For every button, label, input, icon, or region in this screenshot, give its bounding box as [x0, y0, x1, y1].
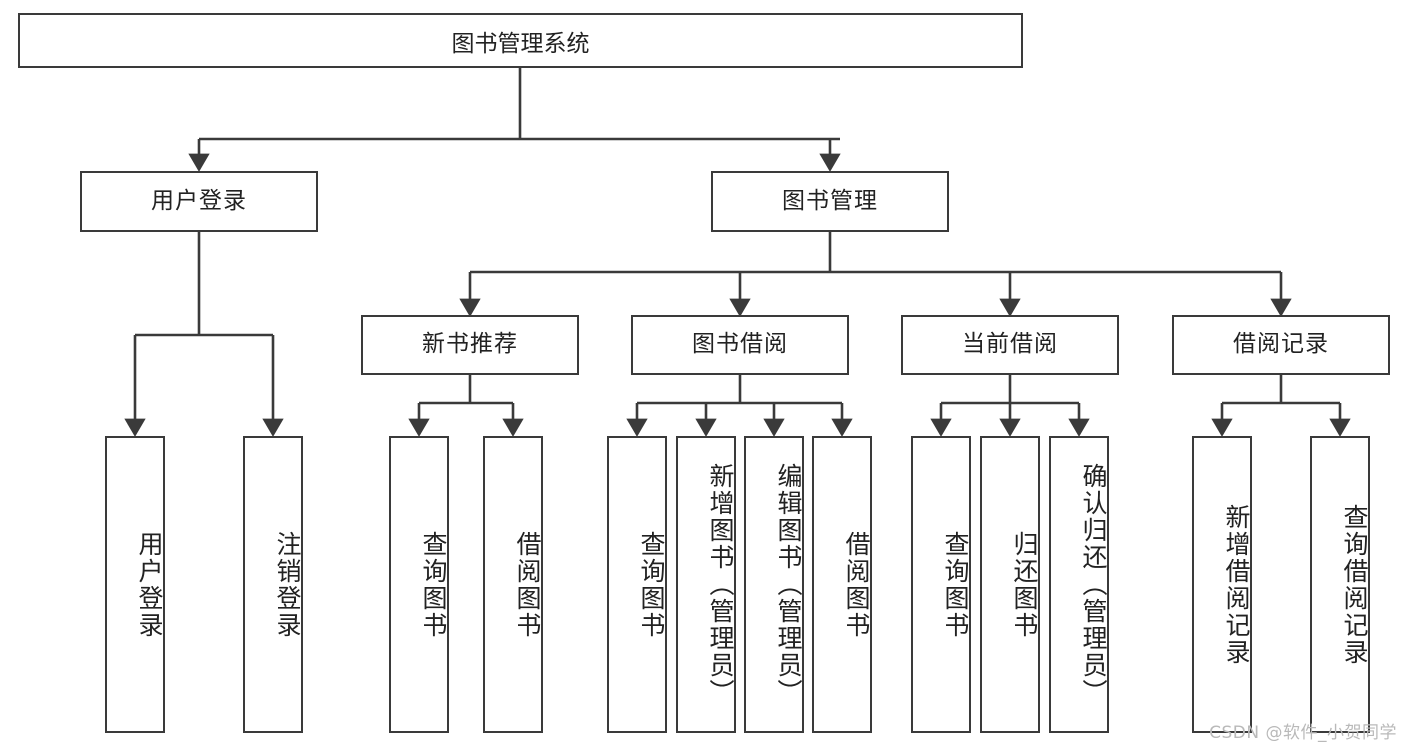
leaf-query-book-borrow[interactable]: 查询图书 [607, 436, 667, 733]
leaf-logout-login[interactable]: 注销登录 [243, 436, 303, 733]
leaf-user-login[interactable]: 用户登录 [105, 436, 165, 733]
node-borrow-record[interactable]: 借阅记录 [1172, 315, 1390, 375]
leaf-add-book-admin[interactable]: 新增图书（管理员） [676, 436, 736, 733]
node-user-login[interactable]: 用户登录 [80, 171, 318, 232]
leaf-confirm-return-admin[interactable]: 确认归还（管理员） [1049, 436, 1109, 733]
leaf-add-borrow-record[interactable]: 新增借阅记录 [1192, 436, 1252, 733]
leaf-query-book-new[interactable]: 查询图书 [389, 436, 449, 733]
leaf-edit-book-admin[interactable]: 编辑图书（管理员） [744, 436, 804, 733]
node-book-manage[interactable]: 图书管理 [711, 171, 949, 232]
leaf-borrow-book-new[interactable]: 借阅图书 [483, 436, 543, 733]
node-book-borrow[interactable]: 图书借阅 [631, 315, 849, 375]
leaf-borrow-book[interactable]: 借阅图书 [812, 436, 872, 733]
leaf-query-borrow-record[interactable]: 查询借阅记录 [1310, 436, 1370, 733]
leaf-query-book-current[interactable]: 查询图书 [911, 436, 971, 733]
csdn-watermark: CSDN @软件_小贺同学 [1209, 723, 1397, 743]
leaf-return-book[interactable]: 归还图书 [980, 436, 1040, 733]
node-current-borrow[interactable]: 当前借阅 [901, 315, 1119, 375]
node-root[interactable]: 图书管理系统 [18, 13, 1023, 68]
node-new-book-recommend[interactable]: 新书推荐 [361, 315, 579, 375]
